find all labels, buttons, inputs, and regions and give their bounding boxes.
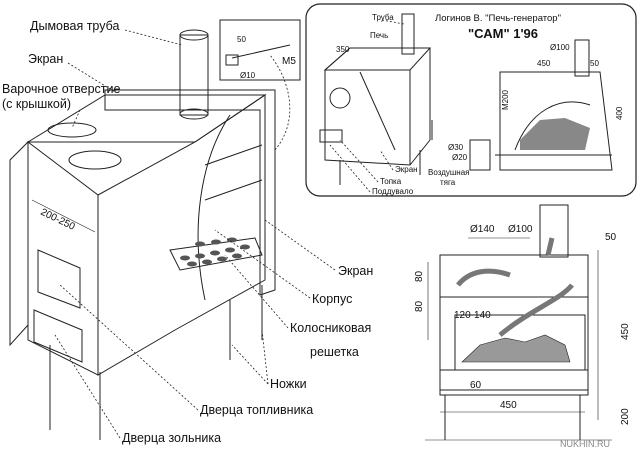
bolt-length: 50	[237, 35, 246, 44]
section-chimney	[539, 204, 569, 258]
inset-m200: M200	[501, 89, 510, 110]
section-w60: 60	[470, 380, 482, 391]
flow-arrow-mid	[498, 283, 574, 337]
inset-screen: Экран	[395, 165, 418, 174]
stove-side-face	[97, 94, 266, 376]
cooking-hole-lid	[68, 150, 122, 170]
section-d100: Ø100	[508, 224, 533, 235]
inset-air-draft-2: тяга	[440, 178, 456, 187]
inset-model: "САМ" 1'96	[468, 26, 538, 41]
inset-w350: 350	[336, 45, 350, 54]
label-screen: Экран	[338, 264, 373, 278]
label-fuel-door: Дверца топливника	[200, 403, 313, 417]
label-legs: Ножки	[270, 377, 307, 391]
bolt-diameter: Ø10	[240, 71, 256, 80]
inset-blower: Поддувало	[372, 187, 414, 196]
leader-lines	[54, 29, 336, 439]
section-h450: 450	[620, 323, 631, 340]
width-dimension: 200-250	[39, 207, 77, 233]
section-fire	[461, 334, 571, 363]
watermark: NUKHIN.RU	[560, 439, 610, 449]
cutaway-edge	[197, 114, 231, 301]
ash-door	[33, 309, 83, 363]
inset-stove: Печь	[370, 31, 388, 40]
inset-author: Логинов В. "Печь-генератор"	[435, 13, 561, 24]
section-h80b: 80	[414, 300, 425, 312]
rear-screen-panel	[104, 89, 276, 296]
inset-panel: Логинов В. "Печь-генератор" "САМ" 1'96 Т…	[305, 3, 637, 197]
label-screen-top: Экран	[28, 52, 63, 66]
label-chimney: Дымовая труба	[30, 19, 119, 33]
inset-w450: 450	[537, 59, 551, 68]
section-w50: 50	[605, 232, 617, 243]
main-labels: Дымовая труба Экран Варочное отверстие (…	[2, 19, 373, 445]
label-body: Корпус	[312, 292, 352, 306]
bolt-detail: 50 Ø10 M5	[219, 19, 301, 81]
grate-plate	[169, 237, 263, 271]
inset-w50: 50	[590, 59, 599, 68]
section-h80a: 80	[414, 270, 425, 282]
label-ash-door: Дверца зольника	[122, 431, 221, 445]
label-cooking-hole: Варочное отверстие	[2, 82, 120, 96]
section-h200: 200	[620, 408, 631, 425]
inset-air-draft: Воздушная	[428, 168, 469, 177]
cooking-hole	[47, 122, 97, 138]
chimney-pipe	[179, 34, 209, 116]
grate-holes	[180, 237, 250, 267]
inset-d20: Ø20	[452, 153, 468, 162]
label-grate: Колосниковая	[290, 321, 371, 335]
inset-h400: 400	[615, 106, 624, 120]
flow-arrow-top	[456, 268, 511, 287]
label-cooking-hole-lid: (с крышкой)	[2, 97, 71, 111]
inset-pipe: Труба	[372, 13, 394, 22]
side-screen-panel	[9, 140, 29, 347]
section-w450: 450	[500, 400, 517, 411]
section-d140: Ø140	[470, 224, 495, 235]
section-gap: 120-140	[454, 310, 491, 321]
inset-d30: Ø30	[448, 143, 464, 152]
inset-d100: Ø100	[550, 43, 570, 52]
section-view: Ø140 Ø100 50 80 80 120-140 60 450 200 45…	[414, 204, 631, 441]
bolt-thread: M5	[282, 56, 296, 67]
label-grate-2: решетка	[310, 345, 359, 359]
inset-firebox: Топка	[380, 177, 402, 186]
fuel-door	[37, 249, 81, 309]
